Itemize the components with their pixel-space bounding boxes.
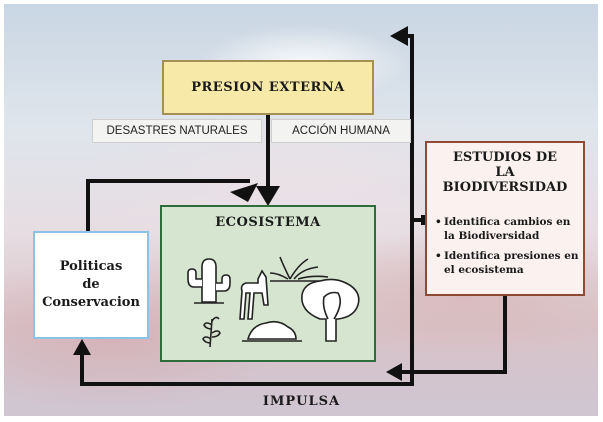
estudios-title-line2: LA [495, 165, 515, 180]
ecosistema-title: ECOSISTEMA [215, 215, 321, 230]
politicas-line2: de [82, 277, 100, 292]
cactus-icon [187, 258, 231, 304]
presion-externa-box: PRESION EXTERNA [162, 60, 374, 115]
impulsa-label: IMPULSA [262, 394, 341, 409]
politicas-arrowhead-up [73, 339, 91, 355]
politicas-to-eco-arrow [86, 179, 250, 231]
estudios-to-eco-arrow [395, 296, 507, 374]
desastres-naturales-label: DESASTRES NATURALES [92, 119, 262, 143]
estudios-biodiversidad-box: ESTUDIOS DE LA BIODIVERSIDAD Identifica … [425, 141, 585, 296]
agave-icon [269, 256, 329, 282]
desastres-text: DESASTRES NATURALES [106, 125, 248, 137]
politicas-conservacion-box: Politicas de Conservacion [33, 231, 149, 339]
politicas-line3: Conservacion [42, 295, 140, 310]
presion-externa-title: PRESION EXTERNA [191, 80, 345, 95]
estudios-to-top-arrow [400, 34, 414, 372]
estudios-list: Identifica cambios en la Biodiversidad I… [435, 215, 581, 283]
llama-icon [239, 269, 269, 320]
eco-right-arrowhead [386, 363, 402, 381]
ecosistema-illustrations [187, 256, 360, 348]
estudios-title: ESTUDIOS DE LA BIODIVERSIDAD [427, 150, 583, 195]
estudios-title-line3: BIODIVERSIDAD [442, 180, 568, 195]
accion-text: ACCIÓN HUMANA [292, 125, 390, 137]
shrub-icon [242, 320, 302, 342]
top-arrowhead [390, 26, 408, 46]
politicas-text: Politicas de Conservacion [42, 258, 140, 312]
impulsa-arrow [80, 348, 414, 386]
politicas-arrowhead [230, 183, 258, 202]
accion-humana-label: ACCIÓN HUMANA [271, 119, 411, 143]
ecosistema-box: ECOSISTEMA [160, 205, 376, 362]
estudios-title-line1: ESTUDIOS DE [452, 150, 558, 165]
list-item: Identifica presiones en el ecosistema [435, 249, 581, 277]
tree-icon [301, 278, 360, 342]
list-item: Identifica cambios en la Biodiversidad [435, 215, 581, 243]
presion-arrowhead [256, 186, 280, 206]
estudios-link-cap [421, 215, 426, 225]
herb-icon [202, 316, 221, 348]
politicas-line1: Politicas [59, 259, 123, 274]
